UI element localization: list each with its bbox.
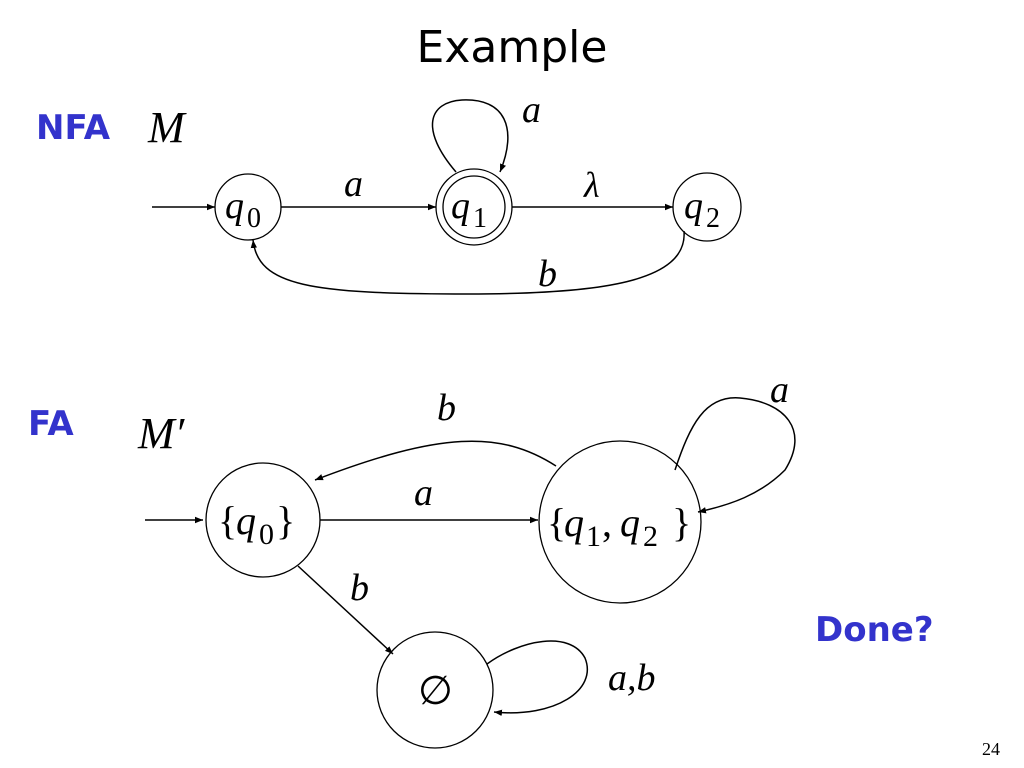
svg-text:{: { (218, 498, 237, 543)
fa-label-a-q0-q1q2: a (414, 472, 433, 514)
nfa-edge-q2-q0 (250, 230, 685, 295)
svg-text:2: 2 (643, 520, 658, 553)
nfa-state-q0: q 0 (214, 173, 282, 241)
fa-state-q1q2: { q 1 , q 2 } (538, 440, 702, 604)
svg-text:,: , (602, 500, 612, 545)
fa-label-a-loop: a (770, 369, 789, 411)
nfa-label-lambda: λ (583, 165, 600, 205)
svg-text:q: q (225, 185, 244, 227)
fa-edge-q1q2-q0 (314, 440, 557, 481)
fa-edge-q0-empty (297, 565, 394, 655)
svg-text:{: { (547, 500, 566, 545)
svg-text:0: 0 (247, 203, 261, 234)
svg-text:q: q (451, 185, 470, 227)
svg-text:2: 2 (706, 203, 720, 234)
fa-machine-name: M′ (137, 409, 186, 458)
nfa-label-a-loop: a (522, 89, 541, 131)
fa-edge-q1q2-loop (674, 397, 796, 514)
nfa-label-a-q0-q1: a (344, 163, 363, 205)
fa-edge-empty-loop (486, 640, 588, 716)
nfa-machine-name: M (147, 103, 187, 152)
fa-state-empty: ∅ (376, 631, 494, 749)
svg-text:q: q (684, 185, 703, 227)
svg-text:}: } (276, 498, 295, 543)
fa-label-b-q0-empty: b (350, 567, 369, 609)
svg-text:q: q (564, 500, 584, 545)
svg-text:0: 0 (259, 518, 274, 551)
svg-text:}: } (672, 500, 691, 545)
svg-text:q: q (620, 500, 640, 545)
done-label: Done? (815, 610, 934, 650)
fa-state-q0: { q 0 } (205, 462, 321, 578)
svg-text:1: 1 (473, 203, 487, 234)
nfa-state-q1: q 1 (435, 168, 513, 246)
fa-label-ab-loop: a,b (608, 657, 656, 699)
svg-text:1: 1 (586, 520, 601, 553)
slide-title: Example (416, 22, 608, 73)
fa-type-label: FA (28, 404, 74, 444)
svg-text:q: q (236, 498, 256, 543)
fa-label-b-q1q2-q0: b (437, 387, 456, 429)
nfa-label-b: b (538, 253, 557, 295)
nfa-type-label: NFA (36, 108, 111, 148)
page-number: 24 (982, 739, 1000, 759)
nfa-edge-q1-loop (431, 99, 509, 173)
svg-text:∅: ∅ (418, 668, 453, 713)
nfa-state-q2: q 2 (672, 172, 742, 242)
